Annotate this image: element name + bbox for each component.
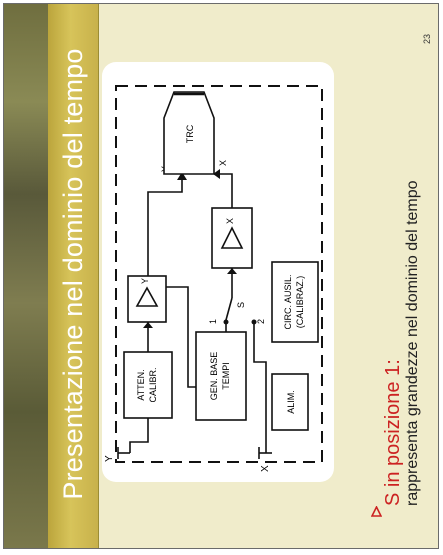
bullet-arrow-icon <box>371 506 382 517</box>
aux-label-2: (CALIBRAZ.) <box>295 276 305 329</box>
attenuator-label-2: CALIBR. <box>148 367 158 402</box>
switch-position-1: 1 <box>208 319 218 324</box>
caption-area: S in posizione 1: rappresenta grandezze … <box>334 54 414 534</box>
power-label: ALIM. <box>286 390 296 414</box>
switch-position-2: 2 <box>256 319 266 324</box>
decorative-side-band <box>4 4 48 548</box>
amplifier-x-label: X <box>225 218 235 224</box>
wire-x-input <box>254 324 266 453</box>
caption-line-1: S in posizione 1: <box>382 359 405 506</box>
crt-x-label: X <box>218 160 228 166</box>
diagram-card: Y X ATTEN. CALIBR. Y <box>102 62 334 482</box>
aux-label-1: CIRC. AUSIL. <box>283 274 293 329</box>
attenuator-label-1: ATTEN. <box>136 369 146 400</box>
switch-blade <box>226 298 232 320</box>
input-y-label: Y <box>104 455 115 462</box>
timebase-label-2: TEMPI <box>221 362 231 390</box>
caption-line-2: rappresenta grandezze nel dominio del te… <box>404 180 422 506</box>
amplifier-x-block <box>212 208 252 268</box>
wire-y-input <box>130 418 148 453</box>
oscilloscope-block-diagram: Y X ATTEN. CALIBR. Y <box>102 62 334 482</box>
slide-title: Presentazione nel dominio del tempo <box>53 14 93 534</box>
switch-contact-1 <box>224 320 229 325</box>
amplifier-y-label: Y <box>140 278 150 284</box>
wire-ampx-to-crt <box>214 174 232 208</box>
slide: Presentazione nel dominio del tempo 23 Y… <box>3 3 439 549</box>
crt-label: TRC <box>185 124 195 143</box>
timebase-label-1: GEN. BASE <box>209 352 219 401</box>
input-x-label: X <box>260 465 271 472</box>
arrow-atten-to-amp <box>143 322 153 328</box>
input-y-connector <box>118 447 130 459</box>
wire-amp-to-crt <box>148 174 182 276</box>
slide-number: 23 <box>422 34 432 44</box>
switch-label: S <box>236 302 246 308</box>
arrow-switch-to-ampx <box>227 268 237 274</box>
